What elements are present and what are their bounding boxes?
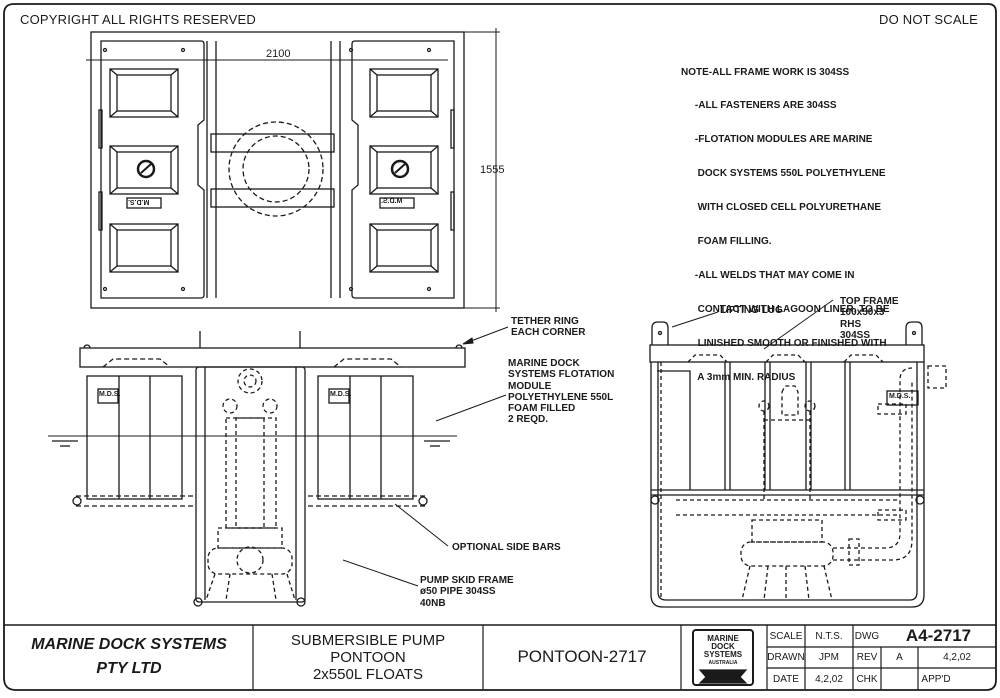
do-not-scale-notice: DO NOT SCALE	[879, 12, 978, 27]
company-name: MARINE DOCK SYSTEMS PTY LTD	[6, 627, 252, 687]
width-dimension: 2100	[266, 48, 291, 60]
title-line-3: 2x550L FLOATS	[312, 665, 424, 683]
general-notes: NOTE-ALL FRAME WORK IS 304SS -ALL FASTEN…	[681, 44, 890, 394]
appd-label: APP'D	[921, 673, 951, 685]
note-line: LINISHED SMOOTH OR FINISHED WITH	[681, 337, 887, 349]
note-line: A 3mm MIN. RADIUS	[681, 371, 796, 383]
side-float-label-right: M.D.S.	[330, 391, 352, 398]
callout-tether-ring: TETHER RING EACH CORNER	[511, 316, 586, 339]
note-line: WITH CLOSED CELL POLYURETHANE	[681, 202, 882, 214]
dwg-number: A4-2717	[905, 626, 972, 645]
plan-float-left	[100, 40, 205, 299]
scale-label: SCALE	[769, 630, 803, 642]
drawn-label: DRAWN	[767, 652, 805, 663]
title-line-1: SUBMERSIBLE PUMP	[290, 631, 446, 649]
note-line: CONTACT WITH LAGOON LINER, TO BE	[681, 303, 890, 315]
drawn-value: JPM	[819, 652, 839, 663]
anvil-icon	[698, 669, 748, 684]
height-dimension: 1555	[480, 164, 505, 176]
title-block-grid	[252, 625, 996, 690]
callout-leaders	[342, 299, 834, 587]
note-line: NOTE-ALL FRAME WORK IS 304SS	[681, 66, 850, 78]
side-view	[48, 331, 466, 607]
date-value: 4,2,02	[815, 673, 843, 685]
logo-line: MARINE	[707, 634, 739, 643]
copyright-notice: COPYRIGHT ALL RIGHTS RESERVED	[20, 12, 257, 27]
chk-label: CHK	[856, 673, 878, 685]
logo-line: SYSTEMS	[703, 650, 743, 659]
callout-lifting-lug: LIFTING LUG	[720, 305, 783, 316]
appd-value	[954, 668, 994, 690]
drain-plug-icon	[136, 159, 156, 179]
end-view	[649, 321, 947, 608]
drawing-title: SUBMERSIBLE PUMP PONTOON 2x550L FLOATS	[254, 627, 482, 687]
rev-label: REV	[856, 652, 878, 663]
drain-plug-icon	[390, 159, 410, 179]
callout-flotation-module: MARINE DOCK SYSTEMS FLOTATION MODULE POL…	[508, 358, 615, 426]
sheet-border	[3, 3, 997, 691]
callout-side-bars: OPTIONAL SIDE BARS	[452, 542, 561, 553]
rev-value: A	[896, 652, 903, 663]
plan-float-right	[351, 40, 455, 299]
drawing-name: PONTOON-2717	[517, 647, 647, 666]
end-float-label: M.D.S.	[889, 393, 911, 400]
company-line-2: PTY LTD	[96, 660, 162, 677]
chk-value	[881, 668, 918, 690]
note-line: -FLOTATION MODULES ARE MARINE	[681, 134, 873, 146]
plan-hatches-right	[369, 68, 439, 273]
logo-frame	[692, 629, 754, 686]
rev-date: 4,2,02	[943, 652, 971, 663]
plan-view	[86, 28, 500, 312]
plan-float-label-right: M.D.S.	[381, 198, 403, 205]
plan-hatches-left	[109, 68, 179, 273]
callout-top-frame: TOP FRAME 100x50x3 RHS 304SS	[840, 296, 899, 341]
dwg-label: DWG	[854, 630, 880, 642]
logo-line: DOCK	[711, 642, 735, 651]
side-float-label-left: M.D.S.	[99, 391, 121, 398]
note-line: FOAM FILLING.	[681, 236, 772, 248]
title-line-2: PONTOON	[330, 648, 406, 666]
scale-value: N.T.S.	[815, 630, 843, 642]
note-line: -ALL WELDS THAT MAY COME IN	[681, 269, 855, 281]
date-label: DATE	[773, 673, 799, 685]
callout-pump-skid: PUMP SKID FRAME ø50 PIPE 304SS 40NB	[420, 575, 514, 609]
plan-float-label-left: M.D.S.	[128, 198, 150, 205]
logo-line: AUSTRALIA	[708, 660, 738, 666]
note-line: -ALL FASTENERS ARE 304SS	[681, 100, 837, 112]
note-line: DOCK SYSTEMS 550L POLYETHYLENE	[681, 168, 886, 180]
company-line-1: MARINE DOCK SYSTEMS	[31, 636, 227, 653]
company-logo: MARINE DOCK SYSTEMS AUSTRALIA	[696, 633, 750, 669]
